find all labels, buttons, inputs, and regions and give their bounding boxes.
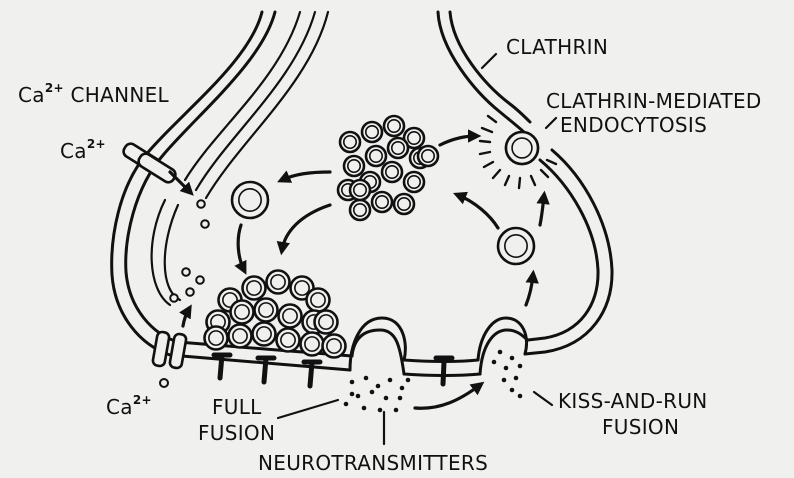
calcium-ion	[196, 276, 204, 284]
vesicle	[362, 122, 382, 142]
neurotransmitter-molecule	[344, 402, 349, 407]
full-fusion-pit	[350, 318, 405, 374]
neurotransmitter-molecule	[504, 366, 509, 371]
label-kiss-and-run-line1: KISS-AND-RUN	[558, 389, 708, 413]
vesicle	[344, 156, 364, 176]
neurotransmitter-molecule	[378, 408, 383, 413]
calcium-ion	[182, 268, 190, 276]
calcium-ion	[186, 288, 194, 296]
neurotransmitter-molecule	[514, 376, 519, 381]
neurotransmitter-molecule	[518, 394, 523, 399]
vesicle	[205, 327, 228, 350]
neurotransmitter-molecule	[398, 396, 403, 401]
neurotransmitter-molecule	[502, 378, 507, 383]
label-clathrin: CLATHRIN	[506, 35, 608, 59]
neurotransmitter-molecule	[384, 396, 389, 401]
neurotransmitter-molecules	[344, 350, 523, 413]
vesicle	[232, 182, 268, 218]
neurotransmitter-molecule	[350, 380, 355, 385]
calcium-ion	[201, 220, 209, 228]
label-full-fusion-line1: FULL	[212, 395, 262, 419]
neurotransmitter-molecule	[518, 364, 523, 369]
vesicle	[506, 132, 538, 164]
label-full-fusion-line2: FUSION	[198, 421, 275, 445]
vesicle	[255, 299, 278, 322]
calcium-ion	[170, 294, 178, 302]
vesicle	[315, 311, 338, 334]
neurotransmitter-molecule	[388, 378, 393, 383]
label-cme-line2: ENDOCYTOSIS	[560, 113, 707, 137]
neurotransmitter-molecule	[376, 384, 381, 389]
vesicle	[384, 116, 404, 136]
label-ca-bottom: Ca2+	[106, 393, 152, 419]
vesicle	[231, 301, 254, 324]
ca-ion-outside	[160, 379, 168, 387]
label-cme-line1: CLATHRIN-MEDIATED	[546, 89, 762, 113]
neurotransmitter-molecule	[350, 392, 355, 397]
neurotransmitter-molecule	[362, 406, 367, 411]
label-neurotransmitters: NEUROTRANSMITTERS	[258, 451, 488, 475]
vesicle	[267, 271, 290, 294]
vesicle	[404, 172, 424, 192]
neurotransmitter-molecule	[510, 356, 515, 361]
vesicle	[243, 277, 266, 300]
neurotransmitter-molecule	[492, 360, 497, 365]
vesicle	[418, 146, 438, 166]
vesicle	[498, 228, 534, 264]
vesicle	[253, 323, 276, 346]
neurotransmitter-molecule	[370, 390, 375, 395]
label-ca-top: Ca2+	[60, 137, 106, 163]
neurotransmitter-molecule	[400, 386, 405, 391]
neurotransmitter-molecule	[406, 378, 411, 383]
vesicle	[279, 305, 302, 328]
vesicle	[323, 335, 346, 358]
neurotransmitter-molecule	[364, 376, 369, 381]
label-kiss-and-run-line2: FUSION	[602, 415, 679, 439]
vesicle	[372, 192, 392, 212]
vesicle	[340, 132, 360, 152]
calcium-ion	[197, 200, 205, 208]
vesicle	[350, 200, 370, 220]
neurotransmitter-molecule	[498, 350, 503, 355]
vesicle	[229, 325, 252, 348]
vesicle	[394, 194, 414, 214]
vesicle	[388, 138, 408, 158]
ca-channel-bottom	[152, 331, 187, 369]
vesicle	[277, 329, 300, 352]
neurotransmitter-molecule	[394, 408, 399, 413]
calcium-ions	[170, 200, 209, 302]
neurotransmitter-molecule	[356, 394, 361, 399]
neurotransmitter-molecule	[510, 388, 515, 393]
vesicle	[350, 180, 370, 200]
vesicle	[366, 146, 386, 166]
vesicle	[307, 289, 330, 312]
vesicle	[301, 333, 324, 356]
label-ca-channel: Ca2+ CHANNEL	[18, 81, 170, 107]
vesicle	[382, 162, 402, 182]
